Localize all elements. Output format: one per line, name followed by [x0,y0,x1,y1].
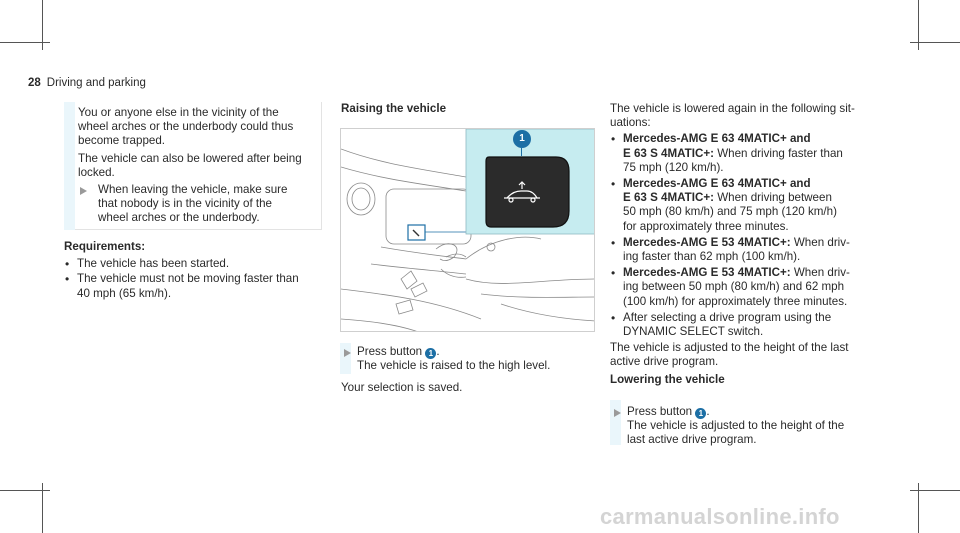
step-text: Press button [357,345,423,358]
vehicle-interior-figure [340,128,595,332]
crop-mark [42,0,43,50]
requirements: Requirements: The vehicle has been start… [64,240,324,301]
text-line: wheel arches or the underbody. [98,211,260,225]
raise-step: Press button 1. The vehicle is raised to… [357,345,597,373]
list-item: Mercedes-AMG E 63 4MATIC+ and E 63 S 4MA… [610,177,860,234]
text-line: When leaving the vehicle, make sure [98,183,288,196]
figure-callout: 1 [513,130,531,148]
step-result: The vehicle is raised to the high level. [357,359,551,373]
car-lift-icon [504,181,540,203]
list-item: Mercedes-AMG E 63 4MATIC+ and E 63 S 4MA… [610,132,860,175]
list-item: The vehicle has been started. [64,257,324,271]
button-callout: 1 [695,408,707,419]
lower-step: Press button 1. The vehicle is adjusted … [627,405,867,448]
crop-mark [0,42,50,43]
step-bar [610,400,621,445]
crop-mark [918,0,919,50]
crop-mark [918,483,919,533]
step-result: last active drive program. [627,433,757,447]
section-title: Driving and parking [46,77,146,89]
button-highlight-box [407,224,426,241]
crop-mark [0,490,50,491]
step-arrow-icon [80,187,87,195]
saved-text: Your selection is saved. [341,381,463,394]
warning-note-text: You or anyone else in the vicinity of th… [78,106,323,180]
lowering-heading: Lowering the vehicle [610,372,725,386]
crop-mark [42,483,43,533]
list-item: After selecting a drive program using th… [610,311,860,339]
note-bar [64,102,75,230]
button-callout: 1 [425,348,437,359]
warning-note-box [64,102,322,230]
step-text: Press button [627,405,693,418]
step-result: The vehicle is adjusted to the height of… [627,419,845,433]
text-line: locked. [78,165,115,179]
list-item: Mercedes-AMG E 53 4MATIC+: When driv- in… [610,266,860,309]
text-line: You or anyone else in the vicinity of th… [78,106,279,119]
raising-heading: Raising the vehicle [341,102,447,115]
page-header: 28 Driving and parking [28,76,146,90]
step-bar [340,343,351,374]
requirements-heading: Requirements: [64,240,146,253]
crop-mark [910,42,960,43]
list-item: Mercedes-AMG E 53 4MATIC+: When driv- in… [610,236,860,264]
dashboard-illustration [341,129,594,331]
list-item: The vehicle must not be moving faster th… [64,272,324,300]
note-step-text: When leaving the vehicle, make sure that… [98,183,323,226]
crop-mark [910,490,960,491]
step-arrow-icon [344,349,351,357]
callout-number: 1 [519,133,525,144]
text-line: wheel arches or the underbody could thus [78,120,294,134]
lowering-conditions: The vehicle is lowered again in the foll… [610,102,860,387]
lift-button [485,156,570,228]
watermark: carmanualsonline.info [600,504,840,529]
text-line: The vehicle can also be lowered after be… [78,151,302,165]
text-line: that nobody is in the vicinity of the [98,197,273,211]
step-arrow-icon [614,409,621,417]
text-line: become trapped. [78,134,166,148]
callout-leader [521,148,522,156]
page-number: 28 [28,77,41,89]
